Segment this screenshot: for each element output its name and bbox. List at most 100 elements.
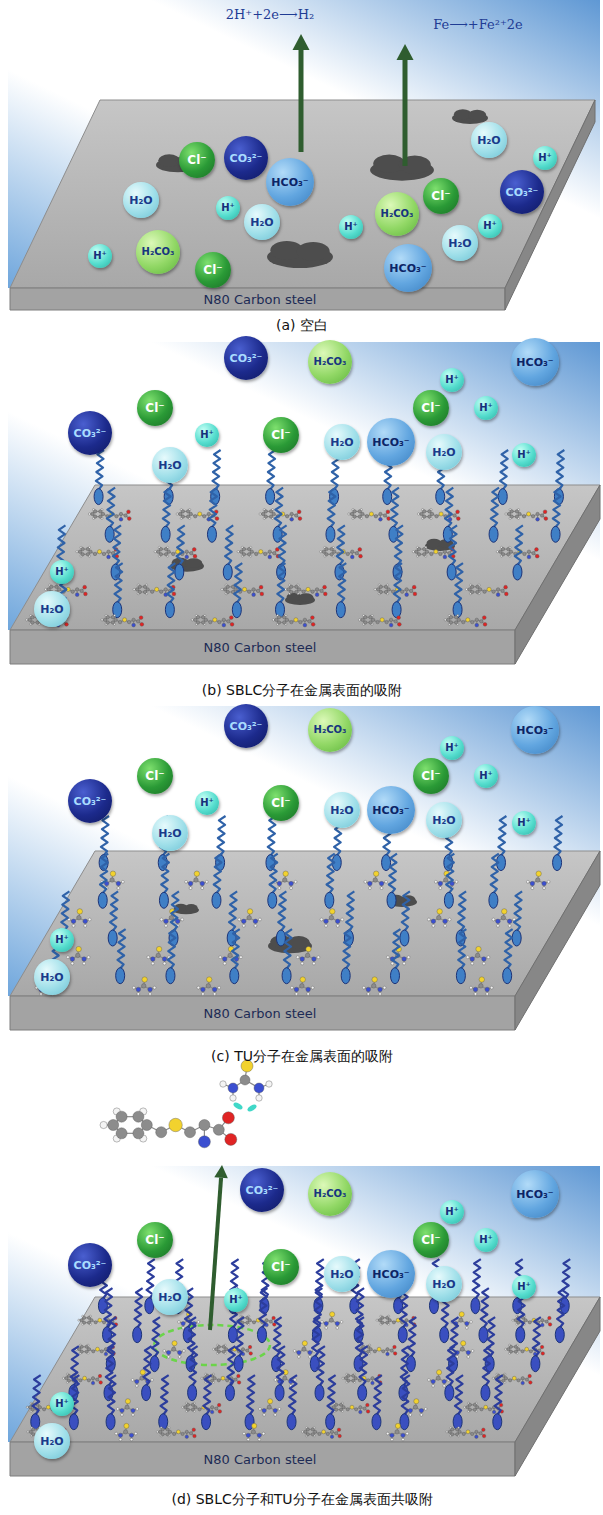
atom bbox=[369, 621, 372, 624]
atom bbox=[218, 620, 221, 623]
steel-top-surface bbox=[10, 485, 600, 630]
atom bbox=[510, 510, 513, 513]
atom bbox=[106, 621, 109, 624]
polar-head bbox=[276, 930, 285, 946]
atom bbox=[365, 515, 368, 518]
atom bbox=[532, 551, 535, 554]
atom bbox=[71, 590, 74, 593]
atom bbox=[207, 512, 210, 515]
atom bbox=[99, 515, 102, 518]
atom bbox=[204, 618, 207, 621]
polar-head bbox=[400, 930, 409, 946]
atom bbox=[78, 550, 81, 553]
atom bbox=[119, 517, 123, 521]
atom bbox=[329, 915, 334, 920]
atom bbox=[164, 547, 167, 550]
tu-molecule bbox=[364, 871, 388, 890]
atom bbox=[172, 592, 176, 596]
atom bbox=[369, 1348, 372, 1351]
atom bbox=[92, 1350, 95, 1353]
atom bbox=[434, 880, 437, 883]
atom bbox=[221, 588, 223, 590]
atom bbox=[531, 515, 534, 518]
atom bbox=[294, 880, 297, 883]
atom bbox=[269, 510, 272, 513]
atom bbox=[71, 962, 74, 965]
atom bbox=[65, 622, 69, 626]
atom bbox=[397, 622, 401, 626]
atom bbox=[197, 1321, 200, 1324]
atom bbox=[246, 1316, 249, 1319]
alkyl-tail bbox=[225, 525, 233, 565]
atom bbox=[149, 993, 152, 996]
atom bbox=[430, 552, 433, 555]
polar-head bbox=[553, 855, 562, 871]
atom bbox=[222, 618, 225, 621]
atom bbox=[212, 987, 217, 992]
atom bbox=[405, 588, 408, 591]
alkyl-tail bbox=[214, 854, 222, 894]
atom bbox=[191, 619, 193, 621]
atom bbox=[159, 553, 162, 556]
atom bbox=[369, 616, 372, 619]
atom bbox=[86, 547, 89, 550]
atom bbox=[194, 871, 199, 876]
polar-head bbox=[113, 602, 122, 618]
atom bbox=[101, 619, 103, 621]
atom bbox=[80, 589, 83, 592]
atom bbox=[306, 987, 311, 992]
sblc-molecule bbox=[358, 615, 401, 627]
atom bbox=[308, 620, 311, 623]
atom bbox=[457, 618, 460, 621]
atom bbox=[501, 553, 504, 556]
atom bbox=[78, 1348, 81, 1351]
alkyl-tail bbox=[445, 488, 453, 528]
atom bbox=[75, 593, 79, 597]
tu-molecule bbox=[66, 946, 90, 965]
atom bbox=[311, 590, 314, 593]
adsorbed-layer bbox=[26, 1259, 570, 1441]
atom bbox=[111, 621, 114, 624]
atom bbox=[189, 512, 192, 515]
atom bbox=[384, 590, 387, 593]
atom bbox=[309, 1355, 312, 1358]
atom bbox=[376, 1319, 378, 1321]
atom bbox=[459, 1318, 463, 1322]
atom bbox=[371, 618, 374, 621]
tu-molecule bbox=[147, 946, 171, 965]
atom bbox=[315, 588, 318, 591]
atom bbox=[91, 512, 94, 515]
atom bbox=[98, 1318, 102, 1322]
atom bbox=[383, 986, 386, 989]
polar-head bbox=[282, 968, 291, 984]
atom bbox=[325, 924, 328, 927]
atom bbox=[138, 585, 141, 588]
highlight-ellipse bbox=[154, 1325, 270, 1365]
atom bbox=[465, 588, 467, 590]
atom bbox=[308, 1350, 312, 1354]
atom bbox=[172, 552, 175, 555]
atom bbox=[373, 1350, 376, 1353]
alkyl-tail bbox=[458, 929, 466, 969]
atom bbox=[422, 515, 425, 518]
atom bbox=[268, 555, 272, 559]
atom bbox=[94, 1321, 97, 1324]
alkyl-tail bbox=[217, 816, 225, 856]
atom bbox=[548, 1323, 552, 1327]
atom bbox=[320, 589, 323, 592]
atom bbox=[536, 878, 541, 883]
polar-head bbox=[512, 930, 521, 946]
atom bbox=[543, 510, 547, 514]
alkyl-tail bbox=[408, 1317, 416, 1357]
atom bbox=[290, 512, 293, 515]
atom bbox=[192, 548, 196, 552]
alkyl-tail bbox=[229, 891, 237, 931]
atom bbox=[256, 589, 259, 592]
atom bbox=[189, 887, 192, 890]
atom bbox=[213, 993, 216, 996]
atom bbox=[372, 977, 377, 982]
alkyl-tail bbox=[562, 1259, 570, 1299]
atom bbox=[218, 986, 221, 989]
tu-molecule bbox=[321, 1312, 343, 1330]
alkyl-tail bbox=[402, 891, 410, 931]
